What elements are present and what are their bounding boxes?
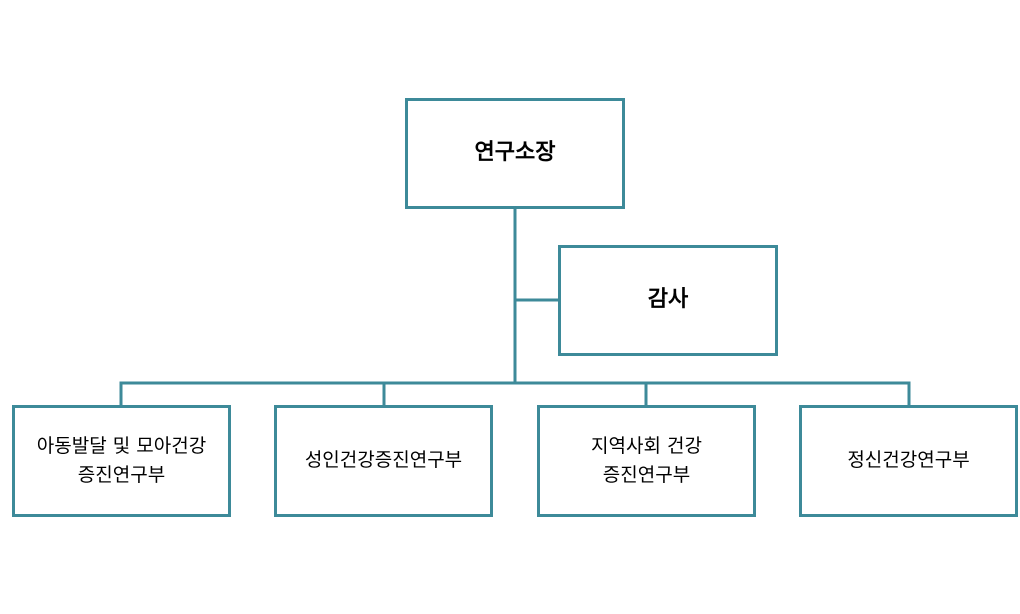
department-label: 지역사회 건강 증진연구부 (591, 434, 702, 486)
department-box-adult-health: 성인건강증진연구부 (274, 405, 493, 517)
audit-box: 감사 (558, 245, 778, 356)
department-label: 성인건강증진연구부 (304, 449, 463, 472)
department-box-child-maternal-health: 아동발달 및 모아건강 증진연구부 (12, 405, 231, 517)
department-box-mental-health: 정신건강연구부 (799, 405, 1018, 517)
director-label: 연구소장 (474, 140, 556, 166)
director-box: 연구소장 (405, 98, 625, 209)
department-label: 아동발달 및 모아건강 증진연구부 (36, 434, 207, 486)
department-label: 정신건강연구부 (847, 449, 970, 472)
audit-label: 감사 (647, 287, 689, 313)
department-box-community-health: 지역사회 건강 증진연구부 (537, 405, 756, 517)
